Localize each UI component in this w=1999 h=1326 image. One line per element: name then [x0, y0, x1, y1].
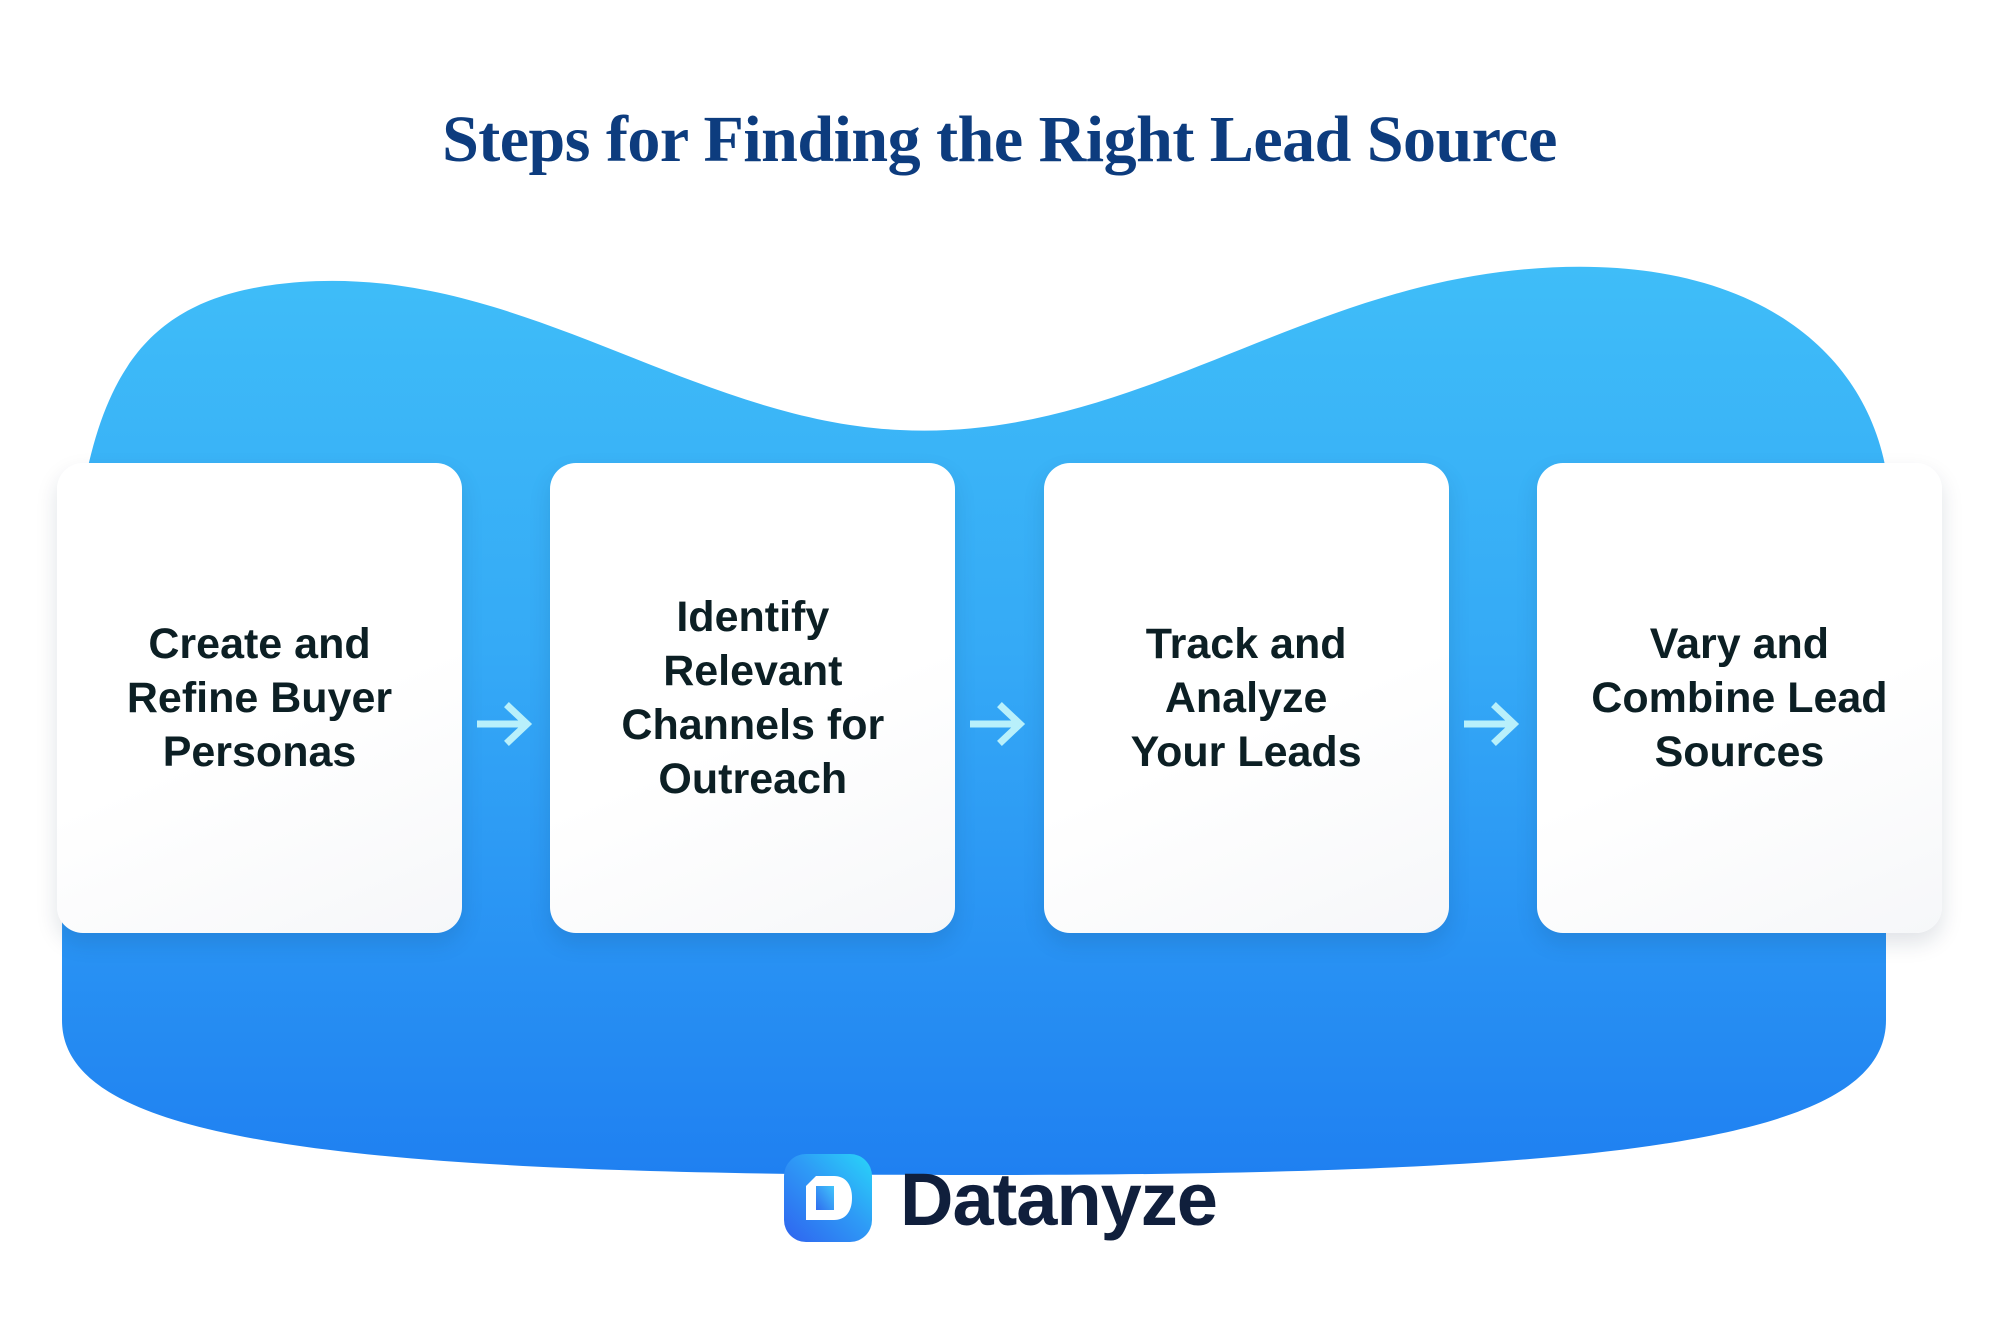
- step-label-4: Vary and Combine Lead Sources: [1591, 619, 1888, 777]
- brand-wordmark: Datanyze: [900, 1158, 1218, 1241]
- step-label-3: Track and Analyze Your Leads: [1130, 619, 1362, 777]
- datanyze-logo-icon: [784, 1154, 873, 1242]
- page-title: Steps for Finding the Right Lead Source: [442, 103, 1557, 176]
- step-card-1[interactable]: Create and Refine Buyer Personas: [57, 463, 462, 933]
- step-card-3[interactable]: Track and Analyze Your Leads: [1043, 463, 1449, 933]
- arrow-right-icon: [1463, 702, 1519, 746]
- footer-logo[interactable]: Datanyze: [0, 1152, 1999, 1244]
- arrow-right-icon: [970, 702, 1026, 746]
- step-label-2: Identify Relevant Channels for Outreach: [621, 592, 885, 804]
- connector-arrow-2: [963, 463, 1035, 933]
- connector-arrow-3: [1457, 463, 1529, 933]
- arrow-right-icon: [477, 702, 533, 746]
- step-label-1: Create and Refine Buyer Personas: [126, 619, 393, 777]
- step-card-2[interactable]: Identify Relevant Channels for Outreach: [550, 463, 956, 933]
- steps-row: Create and Refine Buyer Personas Identif…: [57, 463, 1942, 933]
- step-card-4[interactable]: Vary and Combine Lead Sources: [1536, 463, 1942, 933]
- connector-arrow-1: [470, 463, 542, 933]
